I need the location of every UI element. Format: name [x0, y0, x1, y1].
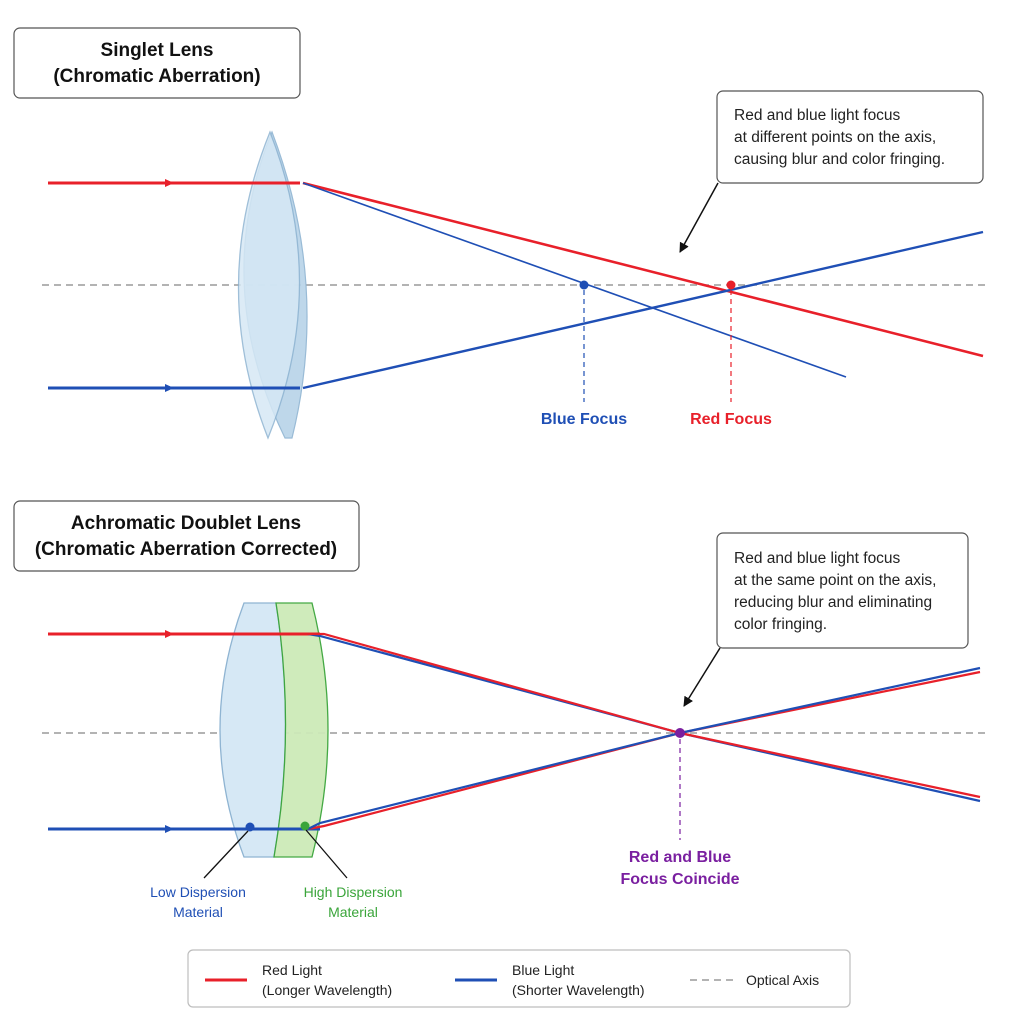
singlet-blue-refracted-ray-top	[302, 182, 847, 378]
doublet-title-box: Achromatic Doublet Lens (Chromatic Aberr…	[13, 500, 360, 572]
high-dispersion-label-line2: Material	[328, 904, 378, 920]
high-dispersion-pointer	[305, 829, 348, 879]
high-dispersion-label-line1: High Dispersion	[304, 884, 403, 900]
doublet-blue-refracted-ray-bottom	[307, 666, 981, 830]
singlet-title-line2: (Chromatic Aberration)	[53, 66, 260, 87]
singlet-lens	[237, 130, 308, 440]
singlet-callout-line3: causing blur and color fringing.	[734, 151, 945, 168]
doublet-callout-line3: reducing blur and eliminating	[734, 594, 932, 611]
doublet-focus-label-line2: Focus Coincide	[620, 871, 739, 888]
legend-red-label-line1: Red Light	[262, 962, 322, 978]
legend-red-label-line2: (Longer Wavelength)	[262, 982, 392, 998]
low-dispersion-pointer	[203, 830, 249, 879]
low-dispersion-marker	[245, 822, 255, 832]
singlet-blue-focus-label: Blue Focus	[541, 411, 627, 428]
singlet-callout-line1: Red and blue light focus	[734, 107, 901, 124]
legend-blue-label-line1: Blue Light	[512, 962, 574, 978]
doublet-callout: Red and blue light focus at the same poi…	[683, 532, 969, 707]
legend-blue-label-line2: (Shorter Wavelength)	[512, 982, 645, 998]
legend-axis-label: Optical Axis	[746, 972, 819, 988]
doublet-callout-line2: at the same point on the axis,	[734, 572, 936, 589]
singlet-red-focus-point	[726, 280, 736, 290]
doublet-callout-line1: Red and blue light focus	[734, 550, 901, 567]
singlet-blue-refracted-ray-bottom	[302, 230, 984, 390]
doublet-high-dispersion-element	[273, 602, 329, 858]
singlet-callout: Red and blue light focus at different po…	[679, 90, 984, 253]
singlet-section: Singlet Lens (Chromatic Aberration) Blue…	[13, 27, 990, 440]
high-dispersion-marker	[300, 821, 310, 831]
singlet-title-box: Singlet Lens (Chromatic Aberration)	[13, 27, 301, 99]
singlet-callout-pointer	[679, 182, 719, 253]
doublet-focus-label-line1: Red and Blue	[629, 849, 731, 866]
singlet-title-line1: Singlet Lens	[101, 40, 214, 61]
doublet-title-line1: Achromatic Doublet Lens	[71, 513, 301, 534]
legend: Red Light (Longer Wavelength) Blue Light…	[187, 949, 851, 1008]
doublet-red-refracted-ray-top	[308, 632, 981, 799]
doublet-low-dispersion-element	[219, 602, 287, 858]
singlet-red-focus-label: Red Focus	[690, 411, 772, 428]
singlet-red-refracted-ray-top	[302, 181, 984, 358]
singlet-blue-focus-point	[579, 280, 589, 290]
doublet-callout-line4: color fringing.	[734, 616, 827, 633]
doublet-combined-focus-point	[675, 728, 685, 738]
low-dispersion-label-line2: Material	[173, 904, 223, 920]
doublet-callout-pointer	[683, 647, 721, 707]
doublet-title-line2: (Chromatic Aberration Corrected)	[35, 539, 337, 560]
low-dispersion-label-line1: Low Dispersion	[150, 884, 246, 900]
doublet-section: Achromatic Doublet Lens (Chromatic Aberr…	[13, 500, 990, 920]
singlet-callout-line2: at different points on the axis,	[734, 129, 936, 146]
doublet-red-refracted-ray-bottom	[307, 670, 981, 831]
